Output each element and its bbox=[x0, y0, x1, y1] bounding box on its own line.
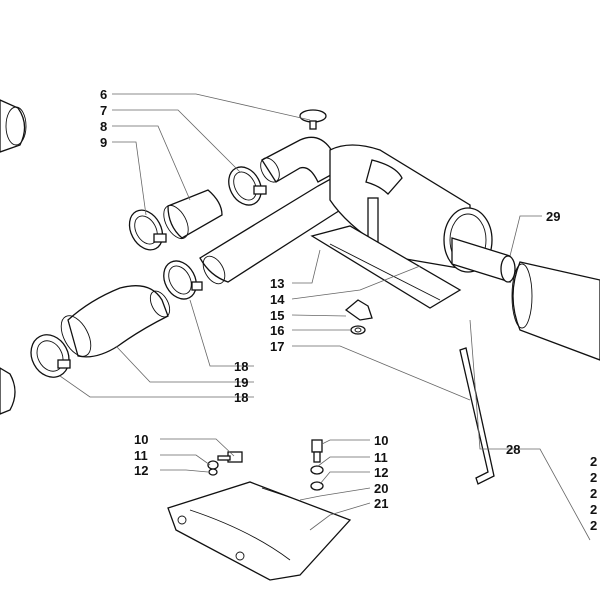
label-16: 16 bbox=[270, 323, 284, 338]
label-11-left: 11 bbox=[134, 448, 148, 463]
label-13: 13 bbox=[270, 276, 284, 291]
hose-clamp-lower bbox=[30, 334, 71, 378]
label-cut-2: 2 bbox=[590, 470, 597, 485]
label-21: 21 bbox=[374, 496, 388, 511]
label-9: 9 bbox=[100, 135, 107, 150]
label-11-mid: 11 bbox=[374, 450, 388, 465]
label-cut-5: 2 bbox=[590, 518, 597, 533]
leader-lines bbox=[59, 93, 591, 541]
labels-right-cut: 2 2 2 2 2 bbox=[590, 454, 597, 533]
label-17: 17 bbox=[270, 339, 284, 354]
label-15: 15 bbox=[270, 308, 284, 323]
labels-bottom-mid: 10 11 12 20 21 bbox=[374, 433, 388, 511]
label-12-left: 12 bbox=[134, 463, 148, 478]
saddle-bracket bbox=[167, 481, 352, 581]
label-cut-1: 2 bbox=[590, 454, 597, 469]
labels-bottom-left: 10 11 12 bbox=[134, 432, 148, 478]
hose-fragment-top-left bbox=[0, 99, 27, 153]
reducer-sleeve bbox=[60, 285, 171, 358]
filter-cartridge bbox=[451, 237, 516, 283]
label-14: 14 bbox=[270, 292, 285, 307]
label-28: 28 bbox=[506, 442, 520, 457]
label-29: 29 bbox=[546, 209, 560, 224]
l-shaped-rod bbox=[459, 347, 495, 485]
label-12-mid: 12 bbox=[374, 465, 388, 480]
short-sleeve bbox=[163, 189, 223, 240]
label-19: 19 bbox=[234, 375, 248, 390]
bolt-left bbox=[207, 451, 243, 476]
label-cut-3: 2 bbox=[590, 486, 597, 501]
label-cut-4: 2 bbox=[590, 502, 597, 517]
wing-nut bbox=[344, 299, 373, 321]
label-7: 7 bbox=[100, 103, 107, 118]
label-8: 8 bbox=[100, 119, 107, 134]
hose-fragment-bottom-left bbox=[0, 367, 16, 415]
hose-clamp-middle bbox=[163, 260, 203, 300]
label-10-left: 10 bbox=[134, 432, 148, 447]
hose-clamp-left bbox=[128, 209, 167, 251]
labels-left: 6 7 8 9 13 14 15 16 17 18 19 18 bbox=[100, 87, 285, 405]
washer bbox=[350, 325, 366, 335]
elbow-hose bbox=[260, 136, 341, 183]
hose-clamp-upper bbox=[228, 166, 267, 206]
label-18a: 18 bbox=[234, 359, 248, 374]
mounting-bracket bbox=[310, 225, 462, 309]
label-6: 6 bbox=[100, 87, 107, 102]
labels-right: 29 28 bbox=[506, 209, 560, 457]
label-18b: 18 bbox=[234, 390, 248, 405]
outer-filter-element bbox=[511, 261, 600, 361]
label-20: 20 bbox=[374, 481, 388, 496]
cap-plug bbox=[299, 109, 327, 130]
label-10-mid: 10 bbox=[374, 433, 388, 448]
